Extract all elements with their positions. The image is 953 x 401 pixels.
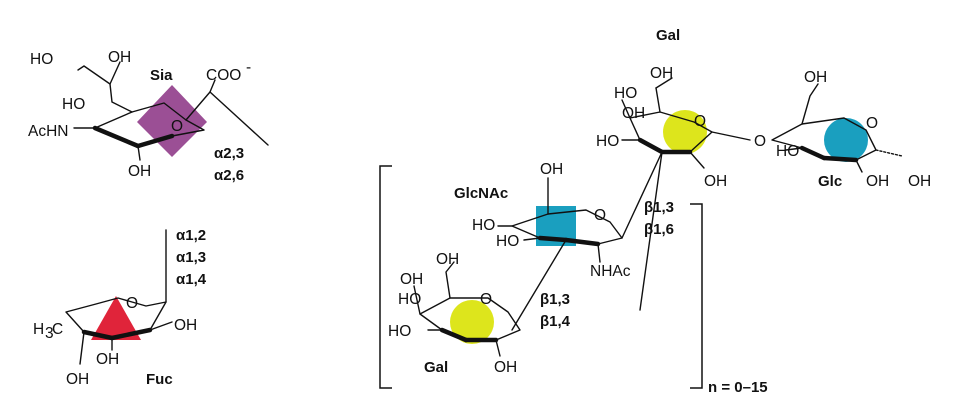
fuc-ring-o: O <box>126 295 138 312</box>
sia-oh-top-right: OH <box>108 49 131 66</box>
fuc-h3c-sub: 3 <box>45 325 54 342</box>
fuc-oh-bottom: OH <box>66 371 89 388</box>
repeat-glcnac-link-beta16: β1,6 <box>644 221 674 238</box>
sia-ho-mid: HO <box>62 96 85 113</box>
lactose-glc-residue: OH O HO OH OH Glc <box>771 69 931 190</box>
repeat-gal-ring-o: O <box>480 291 492 308</box>
sia-coo-charge: - <box>246 59 251 76</box>
repeat-gal-ho-b: HO <box>388 323 411 340</box>
sia-coo-label: COO <box>206 67 241 84</box>
lactose-glycosidic-o: O <box>754 133 766 150</box>
fuc-h3c-h: H <box>33 321 44 338</box>
lactose-gal-residue: Gal OH HO OH O HO OH O <box>596 27 766 311</box>
repeat-gal-link-beta13: β1,3 <box>540 291 570 308</box>
lactose-glc-ring-o: O <box>866 115 878 132</box>
repeat-gal-oh-top: OH <box>436 251 459 268</box>
repeat-gal-link-beta14: β1,4 <box>540 313 571 330</box>
repeat-gal-name: Gal <box>424 359 448 376</box>
lactose-glc-oh-anomeric: OH <box>908 173 931 190</box>
repeat-bracket: n = 0–15 <box>379 165 768 396</box>
repeat-gal-oh-bottom: OH <box>494 359 517 376</box>
fuc-oh-mid: OH <box>96 351 119 368</box>
fuc-link-alpha14: α1,4 <box>176 271 207 288</box>
fuc-oh-right: OH <box>174 317 197 334</box>
repeat-glcnac-ring-o: O <box>594 207 606 224</box>
lactose-gal-circle-symbol <box>663 110 707 154</box>
repeat-count-label: n = 0–15 <box>708 379 768 396</box>
lactose-gal-ho-b: HO <box>596 133 619 150</box>
lactose-gal-name: Gal <box>656 27 680 44</box>
repeat-glcnac-name: GlcNAc <box>454 185 508 202</box>
sia-residue: HO OH Sia COO - HO O AcHN OH α2,3 α2,6 <box>28 49 269 184</box>
lactose-gal-ring-o: O <box>694 113 706 130</box>
sia-ring-o: O <box>171 118 183 135</box>
sia-link-alpha26: α2,6 <box>214 167 244 184</box>
sia-link-alpha23: α2,3 <box>214 145 244 162</box>
lactose-glc-ho: HO <box>776 143 799 160</box>
fuc-h3c-c: C <box>52 321 63 338</box>
repeat-glcnac-ho-b: HO <box>496 233 519 250</box>
lactose-gal-oh-bottom: OH <box>704 173 727 190</box>
sia-ho-top-left: HO <box>30 51 53 68</box>
repeat-glcnac-link-beta13: β1,3 <box>644 199 674 216</box>
repeat-glcnac-oh-c6: OH <box>540 161 563 178</box>
fuc-residue: α1,2 α1,3 α1,4 O OH H 3 C OH OH Fuc <box>33 227 207 388</box>
sia-oh-bottom: OH <box>128 163 151 180</box>
fuc-link-alpha12: α1,2 <box>176 227 206 244</box>
sia-name-label: Sia <box>150 67 173 84</box>
repeat-nhac-label: NHAc <box>590 263 631 280</box>
fuc-triangle-symbol <box>91 296 141 340</box>
lactose-gal-oh-c6: OH <box>622 105 645 122</box>
repeat-gal-oh-c6: OH <box>400 271 423 288</box>
fuc-link-alpha13: α1,3 <box>176 249 206 266</box>
lactose-glc-name: Glc <box>818 173 842 190</box>
repeat-gal-residue: OH OH HO O HO OH Gal β1,3 β1,4 <box>388 251 571 376</box>
lactose-glc-circle-symbol <box>824 118 868 162</box>
sia-achn-label: AcHN <box>28 123 68 140</box>
fuc-name-label: Fuc <box>146 371 173 388</box>
lactose-glc-oh-bottom: OH <box>866 173 889 190</box>
lactose-glc-oh-c6: OH <box>804 69 827 86</box>
repeat-glcnac-ho-a: HO <box>472 217 495 234</box>
repeat-gal-ho-a: HO <box>398 291 421 308</box>
lactose-gal-oh-top: OH <box>650 65 673 82</box>
repeat-gal-circle-symbol <box>450 300 494 344</box>
repeat-glcnac-residue: GlcNAc OH O HO HO NHAc β1,3 β1,6 <box>454 151 674 331</box>
lactose-gal-ho-a: HO <box>614 85 637 102</box>
